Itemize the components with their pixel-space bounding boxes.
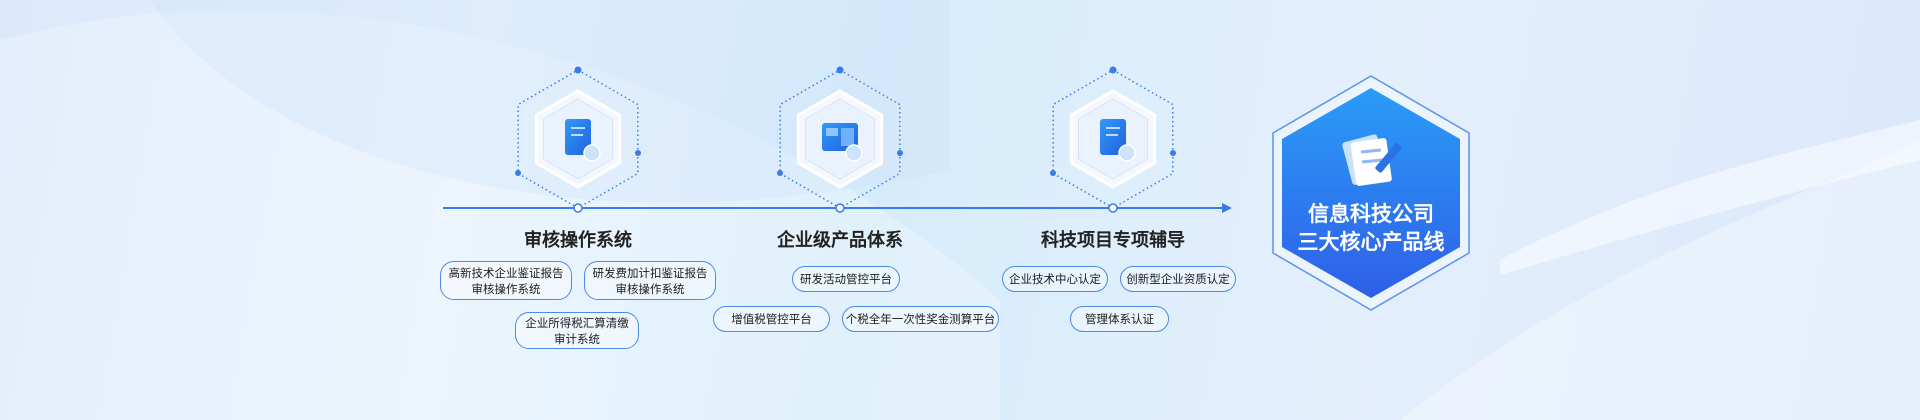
node-hexagon bbox=[777, 66, 903, 213]
pill-label: 企业技术中心认定 bbox=[1009, 272, 1101, 286]
core-line1: 信息科技公司 bbox=[1308, 202, 1434, 226]
pill-label: 审核操作系统 bbox=[471, 281, 541, 296]
section-title-enterprise: 企业级产品体系 bbox=[777, 230, 903, 251]
pill-label: 个税全年一次性奖金测算平台 bbox=[845, 312, 996, 326]
pill-label: 管理体系认证 bbox=[1085, 312, 1154, 326]
pill-vat-platform[interactable]: 增值税管控平台 bbox=[713, 306, 830, 332]
node-hexagon bbox=[1050, 66, 1176, 213]
pill-bonus-tax-platform[interactable]: 个税全年一次性奖金测算平台 bbox=[842, 306, 999, 332]
core-hexagon bbox=[1272, 75, 1470, 311]
pill-label: 审计系统 bbox=[554, 331, 600, 346]
pill-label: 审核操作系统 bbox=[615, 281, 685, 296]
document-report-icon bbox=[565, 119, 601, 162]
core-product-line-title: 信息科技公司三大核心产品线 bbox=[1271, 200, 1471, 256]
pill-tech-center[interactable]: 企业技术中心认定 bbox=[1002, 266, 1108, 292]
section-title-audit: 审核操作系统 bbox=[524, 230, 632, 251]
pill-label: 企业所得税汇算清缴 bbox=[525, 315, 629, 330]
document-pen-icon bbox=[1342, 134, 1402, 186]
code-document-icon bbox=[1100, 119, 1136, 162]
pill-rd-activity-platform[interactable]: 研发活动管控平台 bbox=[792, 266, 900, 292]
pill-rd-deduction-report[interactable]: 研发费加计扣鉴证报告审核操作系统 bbox=[584, 261, 716, 300]
node-hexagon bbox=[515, 66, 641, 213]
timeline-arrow-icon bbox=[1222, 203, 1232, 213]
pill-label: 研发活动管控平台 bbox=[800, 272, 892, 286]
core-line2: 三大核心产品线 bbox=[1297, 230, 1445, 254]
pill-label: 研发费加计扣鉴证报告 bbox=[592, 265, 708, 280]
dashboard-panel-icon bbox=[822, 123, 863, 162]
pill-label: 创新型企业资质认定 bbox=[1126, 272, 1230, 286]
pill-income-tax-audit[interactable]: 企业所得税汇算清缴审计系统 bbox=[515, 312, 639, 349]
pill-innovative-enterprise[interactable]: 创新型企业资质认定 bbox=[1120, 266, 1236, 292]
pill-management-cert[interactable]: 管理体系认证 bbox=[1070, 306, 1169, 332]
pill-high-tech-report[interactable]: 高新技术企业鉴证报告审核操作系统 bbox=[440, 261, 572, 300]
pill-label: 增值税管控平台 bbox=[731, 312, 812, 326]
pill-label: 高新技术企业鉴证报告 bbox=[448, 265, 564, 280]
section-title-tech-project: 科技项目专项辅导 bbox=[1041, 230, 1185, 251]
